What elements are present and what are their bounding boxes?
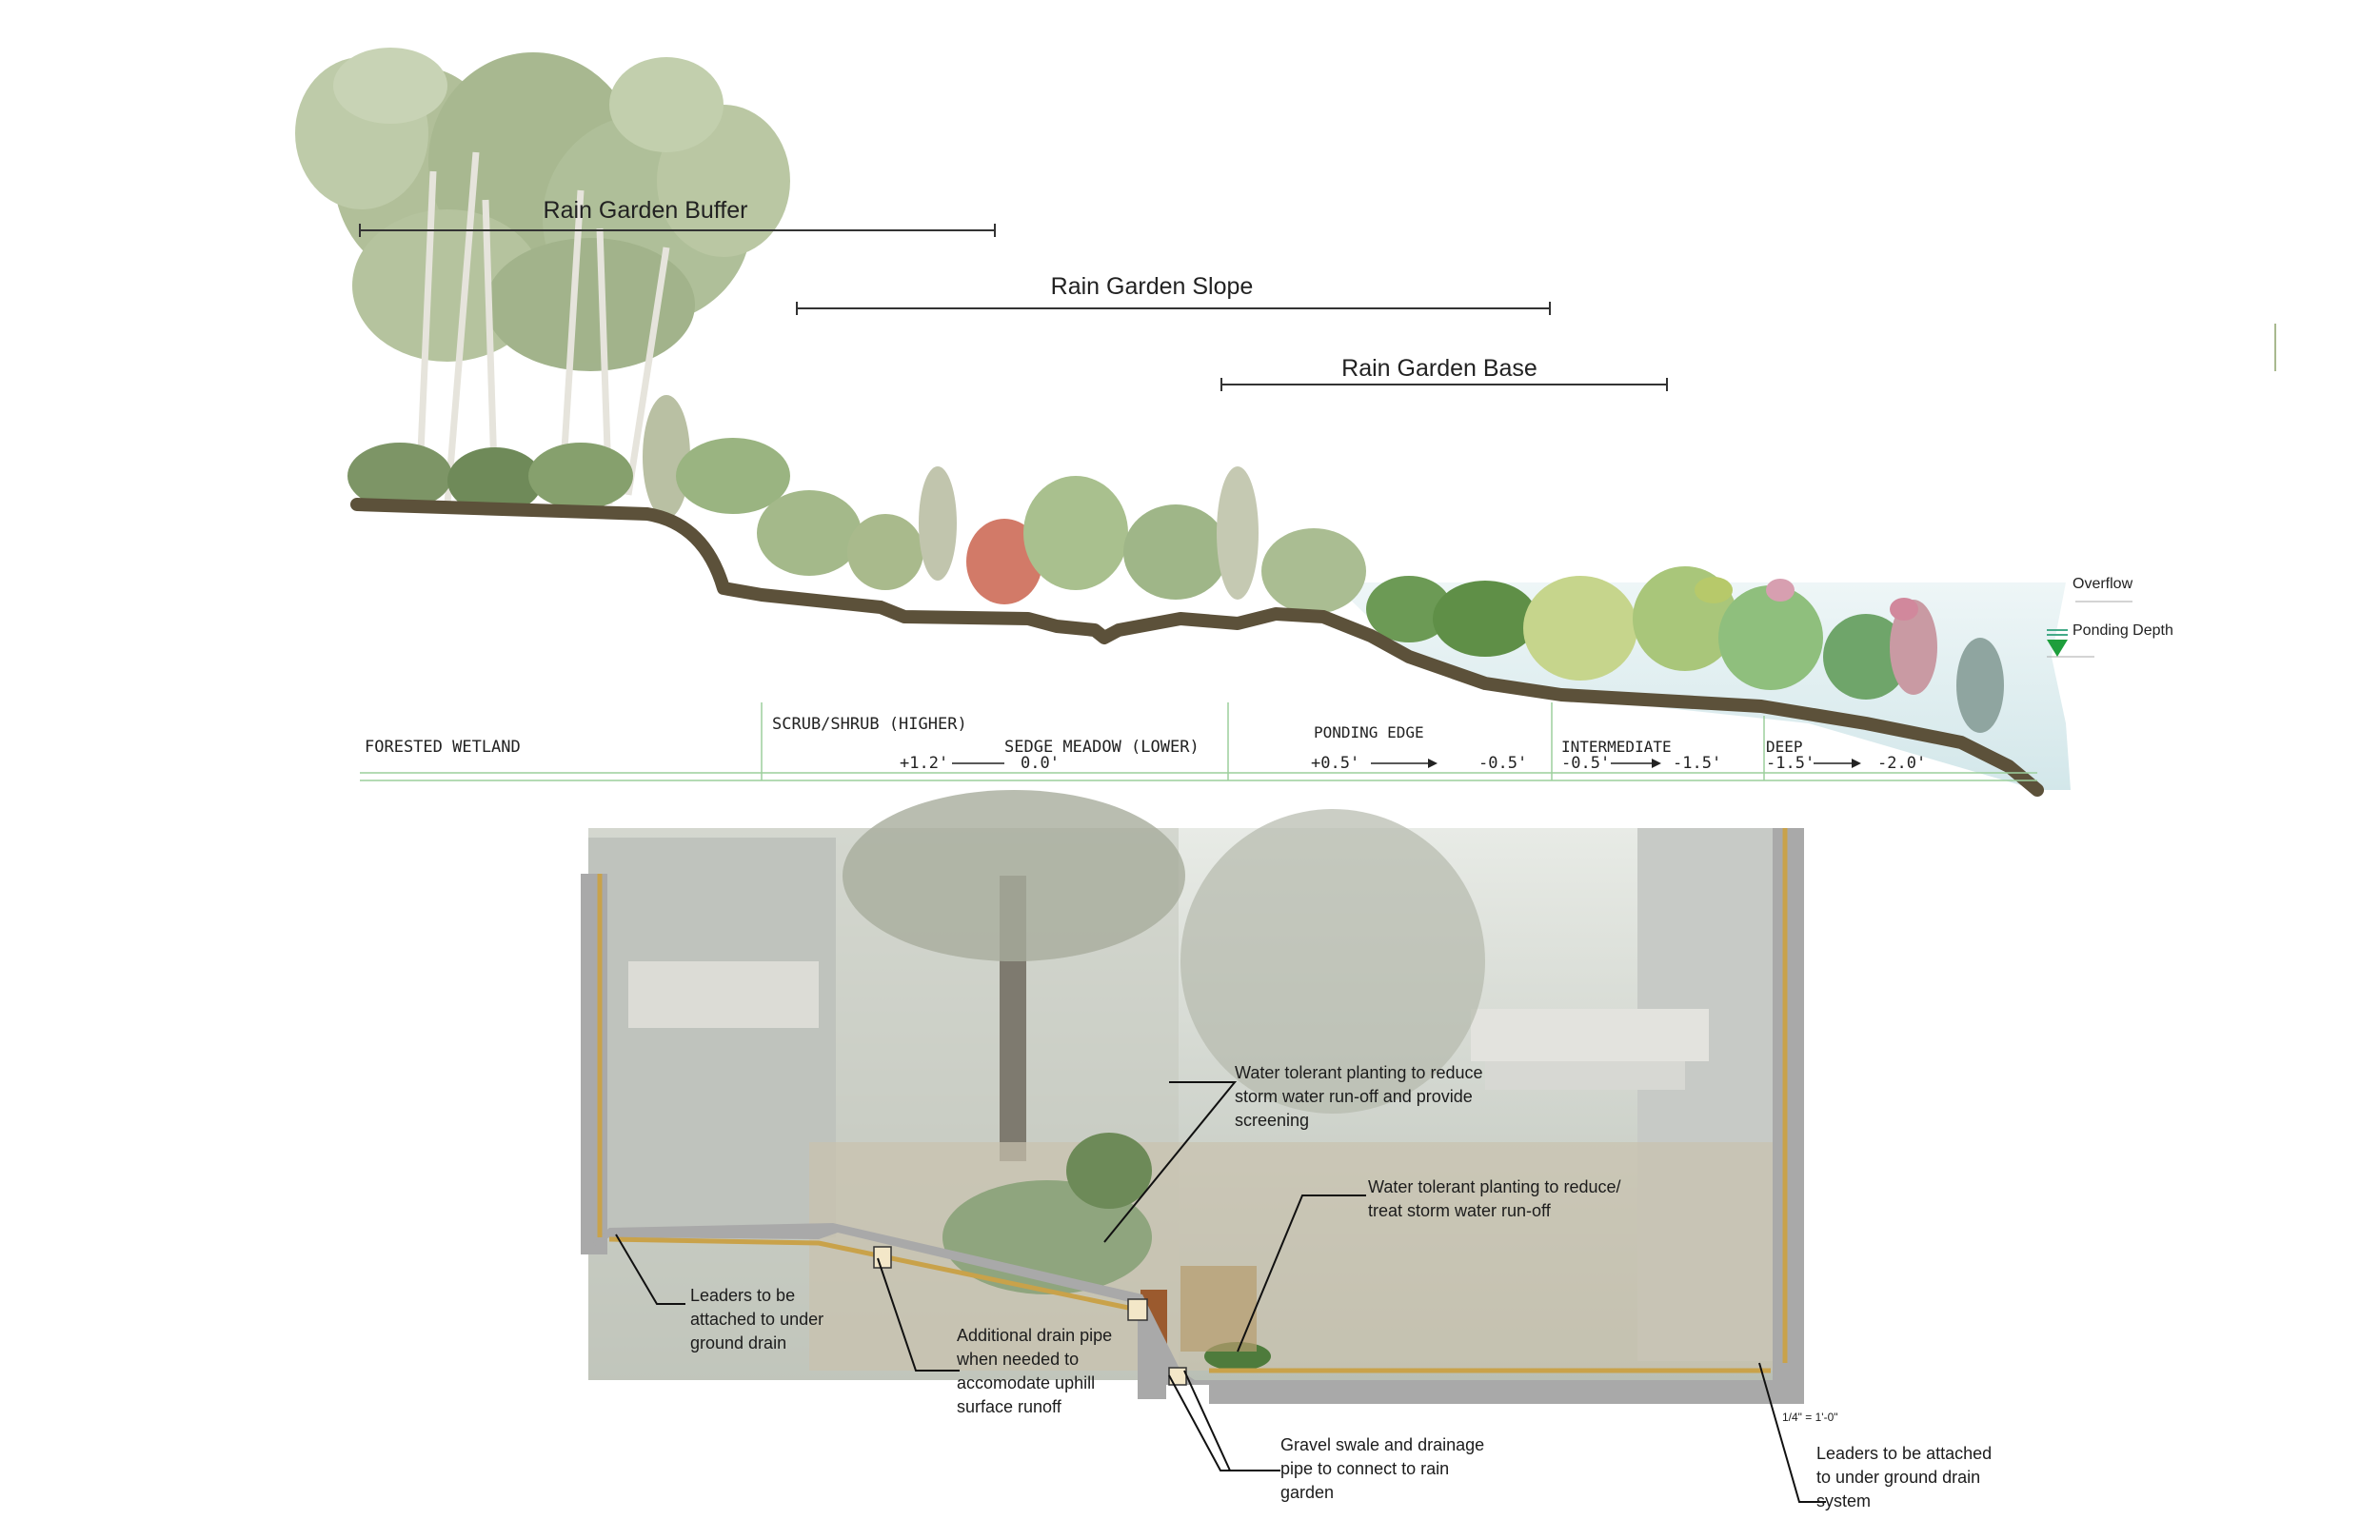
planting-clumps [347, 395, 2004, 733]
ponding-depth-label: Ponding Depth [2073, 622, 2173, 639]
callout-gravel-swale: Gravel swale and drainage pipe to connec… [1280, 1435, 1489, 1502]
bottom-section-drainage: Water tolerant planting to reduce storm … [581, 790, 1996, 1510]
callout-drain-pipe: Additional drain pipe when needed to acc… [956, 1326, 1117, 1416]
scrub-elevation-low: 0.0' [1021, 754, 1060, 773]
zone-table-lines [360, 702, 2037, 781]
callout-leaders-left: Leaders to be attached to under ground d… [690, 1286, 828, 1352]
callout-leaders-right: Leaders to be attached to under ground d… [1816, 1444, 1996, 1510]
overflow-label: Overflow [2073, 576, 2133, 592]
zone-ponding-edge: PONDING EDGE [1314, 723, 1424, 741]
drain-pipe-symbol [1127, 1298, 1148, 1321]
zone-scrub-shrub: SCRUB/SHRUB (HIGHER) [772, 715, 967, 734]
drain-liners [597, 828, 1788, 1373]
top-section-elevation: Rain Garden Buffer Rain Garden Slope Rai… [295, 48, 2276, 797]
buffer-label: Rain Garden Buffer [544, 197, 748, 224]
intermediate-elevation-high: -0.5' [1561, 754, 1610, 773]
ponding-elevation-high: +0.5' [1311, 754, 1359, 773]
callout-treat-planting: Water tolerant planting to reduce/ treat… [1368, 1177, 1626, 1220]
foundation-walls [581, 828, 1804, 1404]
arrow-icon [1652, 759, 1661, 768]
zone-deep: DEEP [1766, 738, 1803, 756]
arrow-icon [1428, 759, 1438, 768]
slope-label: Rain Garden Slope [1051, 273, 1254, 300]
ponding-depth-triangle-icon [2047, 640, 2068, 657]
tree-canopy [295, 48, 790, 371]
base-label: Rain Garden Base [1341, 355, 1537, 382]
callout-screening-planting: Water tolerant planting to reduce storm … [1235, 1063, 1488, 1130]
gravel-swale-symbol [1168, 1367, 1187, 1386]
drain-pipe-symbol [873, 1246, 892, 1269]
deep-elevation-low: -2.0' [1877, 754, 1926, 773]
arrow-icon [1852, 759, 1861, 768]
ground-profile [350, 498, 2044, 797]
scrub-elevation-high: +1.2' [900, 754, 948, 773]
ponding-elevation-low: -0.5' [1478, 754, 1527, 773]
zone-intermediate: INTERMEDIATE [1561, 738, 1672, 756]
zone-brackets [359, 224, 1668, 391]
house-left [588, 838, 836, 1237]
zone-forested-wetland: FORESTED WETLAND [365, 738, 521, 757]
callout-leaders [615, 1081, 1826, 1503]
intermediate-elevation-low: -1.5' [1673, 754, 1721, 773]
deep-elevation-high: -1.5' [1766, 754, 1815, 773]
zone-sedge-meadow: SEDGE MEADOW (LOWER) [1004, 738, 1200, 757]
scale-note: 1/4" = 1'-0" [1782, 1411, 1838, 1424]
